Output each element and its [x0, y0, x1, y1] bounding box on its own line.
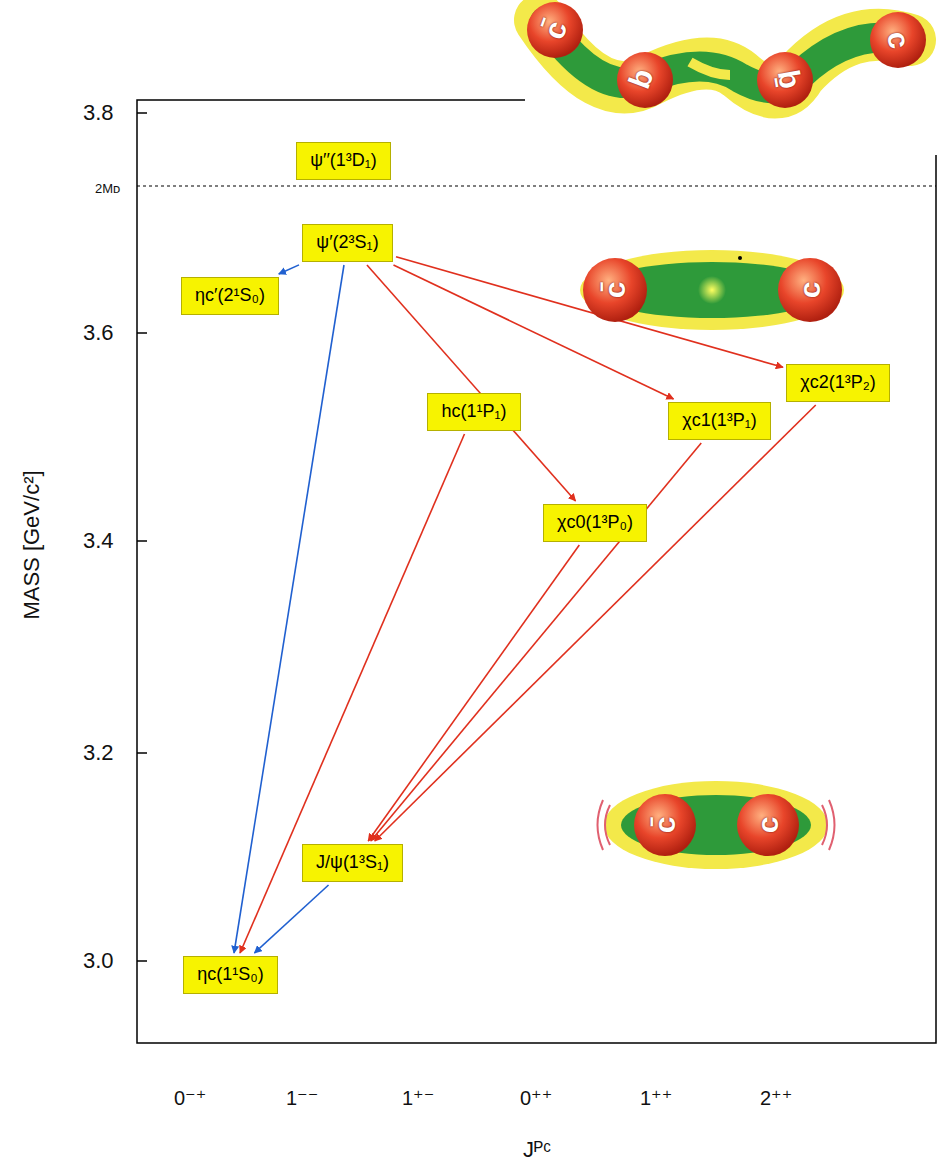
tick: [137, 960, 147, 962]
axis-tick-label: 3.2: [83, 742, 114, 764]
bound-state-picture: [598, 781, 835, 869]
axis-label: MASS [GeV/c²]: [21, 470, 43, 619]
axis-tick-label: 3.8: [83, 102, 114, 124]
axis-tick-label: 2Mᴅ: [95, 182, 120, 195]
e1-transition-arrow: [240, 434, 464, 953]
state-label: ηc′(2¹S₀): [195, 285, 265, 307]
state-box: ψ′(2³S₁): [302, 224, 393, 262]
m1-transition-arrow: [279, 265, 299, 274]
axis-label: 2⁺⁺: [760, 1088, 792, 1108]
axis-label: 1⁻⁻: [286, 1088, 318, 1108]
e1-transition-arrow: [367, 265, 576, 501]
state-box: χc1(1³P₁): [668, 402, 771, 440]
axis-label: 1⁺⁺: [640, 1088, 672, 1108]
quark-letter: c̄: [650, 817, 680, 834]
state-box: ηc′(2¹S₀): [181, 277, 279, 315]
quark-letter: c: [753, 817, 783, 834]
tick: [137, 540, 147, 542]
state-box: hc(1¹P₁): [427, 393, 521, 431]
state-label: χc2(1³P₂): [800, 372, 875, 394]
axis-tick-label: 3.6: [83, 322, 114, 344]
axis-tick-label: 3.0: [83, 950, 114, 972]
threshold-line: [137, 185, 936, 186]
state-label: χc0(1³P₀): [557, 512, 633, 534]
axis-label: 1⁺⁻: [402, 1088, 434, 1108]
quark-letter: c: [795, 282, 825, 299]
axis-label: 0⁻⁺: [174, 1088, 206, 1108]
state-box: χc2(1³P₂): [786, 364, 890, 402]
tick: [137, 332, 147, 334]
state-label: ηc(1¹S₀): [197, 964, 263, 986]
axis-tick-label: 3.4: [83, 530, 114, 552]
e1-transition-arrow: [368, 545, 579, 841]
frame-line: [137, 100, 936, 1043]
string-breaking-picture: [527, 2, 926, 108]
state-label: J/ψ(1³S₁): [316, 852, 389, 874]
state-box: ηc(1¹S₀): [183, 956, 278, 994]
flux-tube-picture: [580, 250, 844, 330]
state-box: J/ψ(1³S₁): [302, 844, 403, 882]
axis-label: Jᴾᶜ: [523, 1139, 551, 1161]
axis-label: 0⁺⁺: [520, 1088, 552, 1108]
tick: [137, 112, 147, 114]
state-box: ψ′′(1³D₁): [296, 142, 391, 180]
m1-transition-arrow: [254, 885, 328, 953]
e1-transition-arrow: [375, 405, 816, 841]
state-label: χc1(1³P₁): [682, 410, 757, 432]
state-label: ψ′′(1³D₁): [310, 150, 377, 172]
quark-letter: c̄: [600, 282, 630, 299]
state-label: hc(1¹P₁): [441, 401, 506, 423]
state-label: ψ′(2³S₁): [316, 232, 378, 254]
e1-transition-arrow: [371, 443, 701, 841]
tick: [137, 752, 147, 754]
state-box: χc0(1³P₀): [543, 504, 647, 542]
